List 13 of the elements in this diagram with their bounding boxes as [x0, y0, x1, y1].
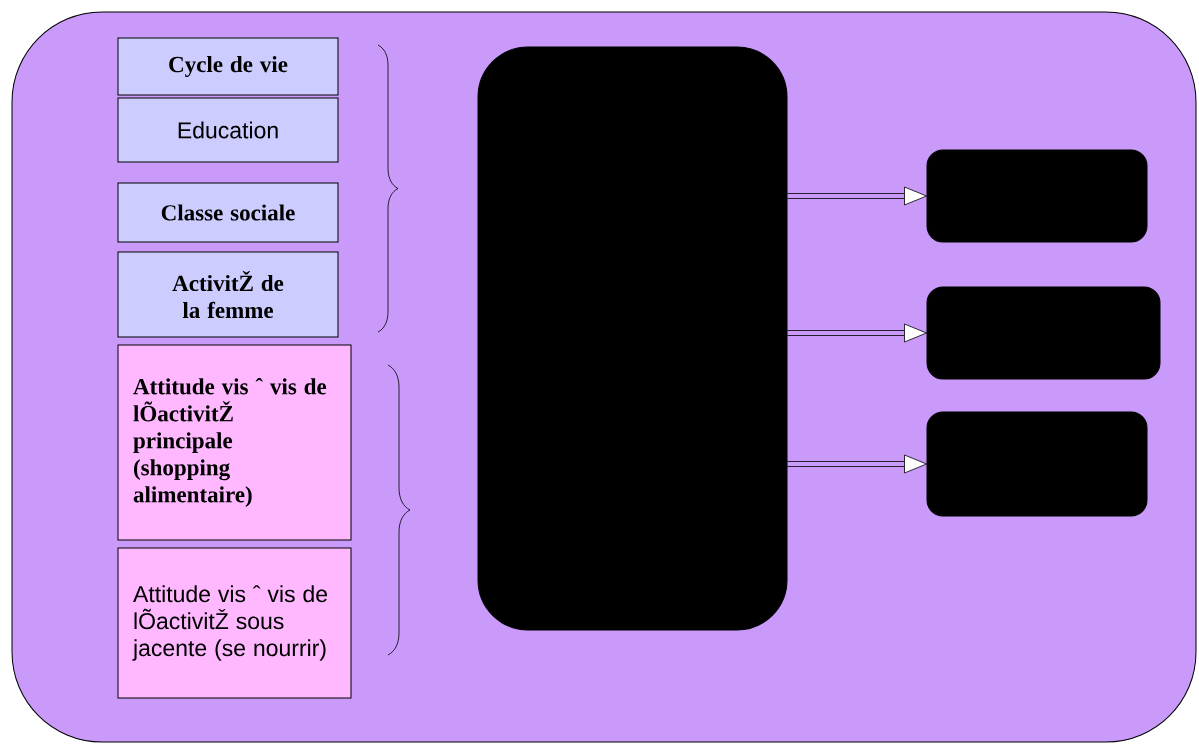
rounded-panel	[926, 411, 1148, 517]
rounded-panel	[926, 286, 1161, 380]
text-box: Classe sociale	[117, 182, 339, 243]
text-box: Attitude vis ˆ vis de lÕactivitŽ principale (shopping alimentaire)	[117, 344, 352, 541]
text-box: Attitude vis ˆ vis de lÕactivitŽ sous jacente (se nourrir)	[117, 547, 352, 699]
arrow	[787, 323, 927, 343]
rounded-panel	[477, 46, 788, 631]
rounded-panel	[926, 149, 1148, 243]
text-box: Cycle de vie	[117, 37, 339, 96]
arrow	[787, 454, 927, 474]
text-box: ActivitŽ de la femme	[117, 251, 339, 338]
arrow	[787, 186, 927, 206]
text-box: Education	[117, 97, 339, 163]
